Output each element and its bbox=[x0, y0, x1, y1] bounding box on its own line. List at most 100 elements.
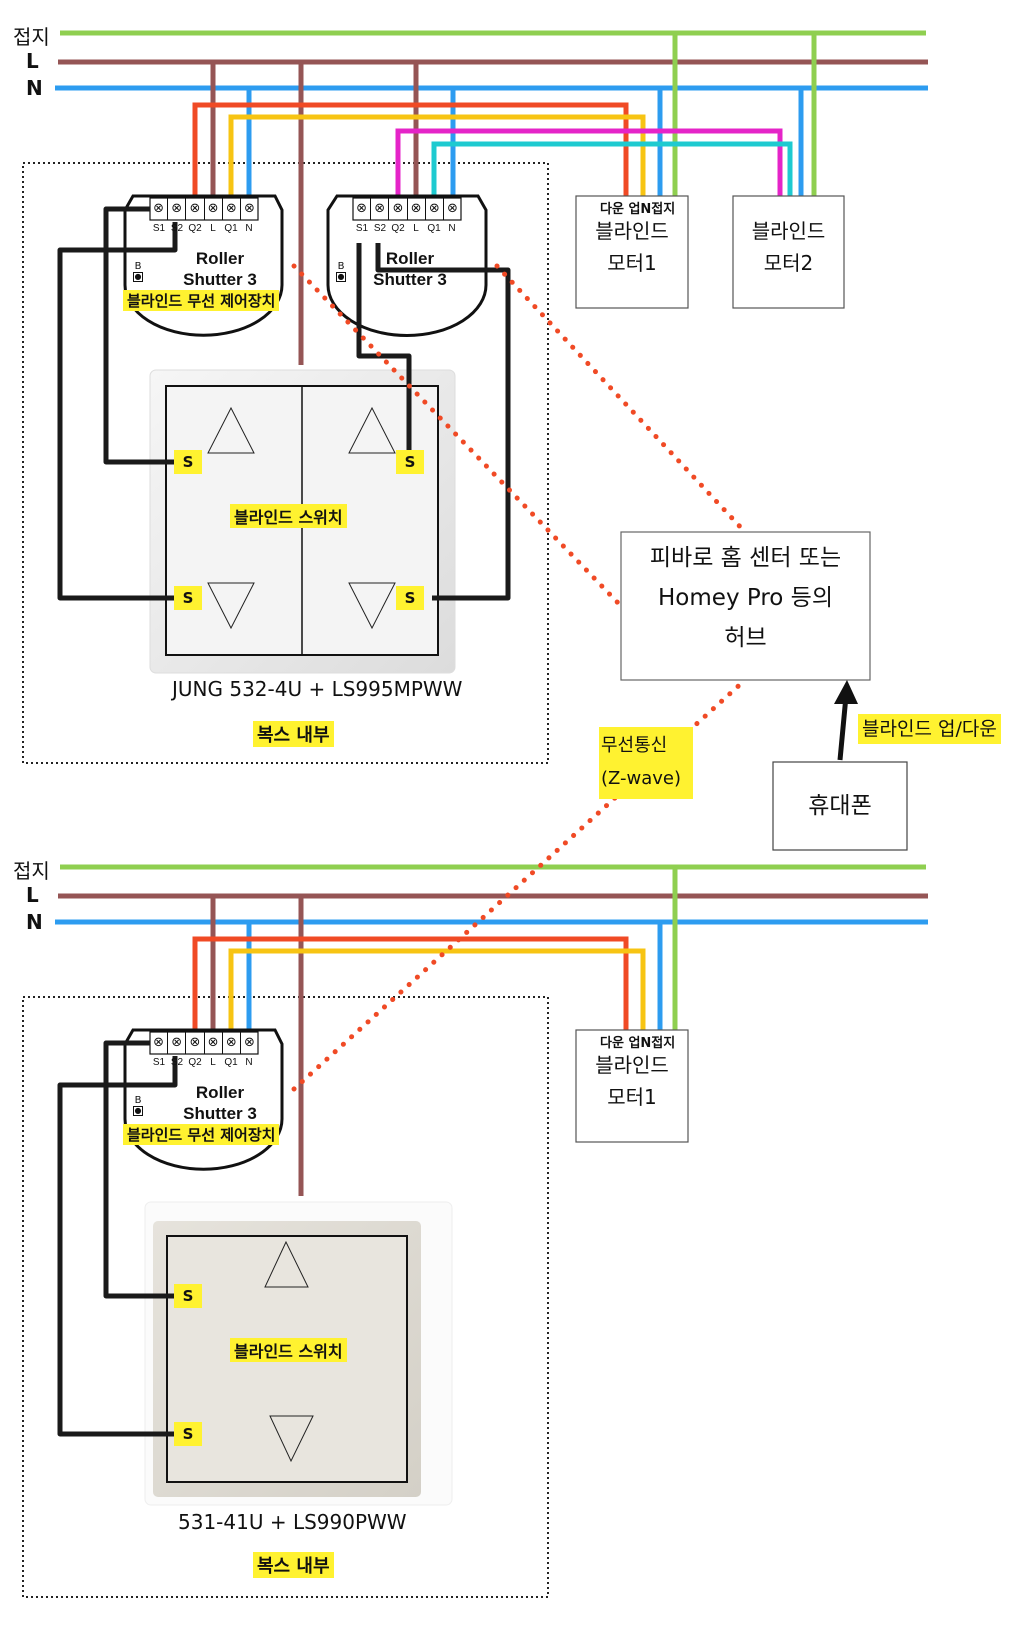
title-line: Roller bbox=[195, 1083, 245, 1102]
switch-label: 블라인드 스위치 bbox=[230, 504, 347, 528]
motor-name-line: 모터1 bbox=[607, 1085, 657, 1109]
title-line: Roller bbox=[385, 249, 435, 268]
arrow-label: 블라인드 업/다운 bbox=[858, 714, 1001, 744]
ground-rail-label: 접지 bbox=[13, 859, 50, 883]
button-dot-icon: ● bbox=[133, 272, 143, 282]
button-label: B bbox=[337, 261, 345, 272]
switch-model: JUNG 532-4U + LS995MPWW bbox=[172, 677, 463, 701]
terminal-label: L bbox=[413, 223, 419, 234]
junction-box-outline-bottom bbox=[22, 996, 549, 1598]
motor-terminal-labels: 다운 업N접지 bbox=[600, 1036, 676, 1051]
wireless-line: (Z-wave) bbox=[601, 768, 682, 789]
switch-wire-s2-rs1 bbox=[57, 222, 178, 601]
down-arrow-icon bbox=[207, 582, 255, 630]
motor-name-line: 모터1 bbox=[607, 251, 657, 275]
box-interior-label: 복스 내부 bbox=[253, 721, 334, 747]
config-button-rs2[interactable]: B ● bbox=[336, 262, 346, 282]
motor-box-1 bbox=[575, 195, 689, 309]
phone-label: 휴대폰 bbox=[808, 793, 872, 819]
terminal-label: S2 bbox=[170, 223, 184, 234]
button-dot-icon: ● bbox=[336, 272, 346, 282]
live-rail-label: L bbox=[26, 883, 39, 907]
terminal-label: L bbox=[210, 1057, 216, 1068]
terminal-label: Q2 bbox=[391, 223, 405, 234]
config-button-rs1[interactable]: B ● bbox=[133, 262, 143, 282]
title-line: Shutter 3 bbox=[183, 1104, 257, 1123]
switch-wire-s1-rs3 bbox=[103, 1040, 174, 1299]
terminal-screws-rs3: ⊗ ⊗ ⊗ ⊗ ⊗ ⊗ bbox=[150, 1032, 258, 1054]
terminal-screw-icon: ⊗ bbox=[168, 1032, 187, 1054]
hub-box bbox=[620, 531, 871, 681]
terminal-labels-rs2: S1 S2 Q2 L Q1 N bbox=[353, 223, 461, 234]
terminal-screw-icon: ⊗ bbox=[243, 1035, 255, 1050]
up-wire-motor1 bbox=[228, 114, 646, 196]
phone-box bbox=[772, 761, 908, 851]
title-line: Shutter 3 bbox=[373, 270, 447, 289]
terminal-screw-icon: ⊗ bbox=[408, 198, 426, 220]
terminal-labels-rs3: S1 S2 Q2 L Q1 N bbox=[150, 1057, 258, 1068]
hub-line: 허브 bbox=[724, 625, 767, 651]
arrow-head-icon bbox=[834, 680, 858, 704]
switch-terminal-s: S bbox=[174, 586, 202, 610]
terminal-screw-icon: ⊗ bbox=[243, 201, 255, 216]
switch-terminal-s: S bbox=[174, 1422, 202, 1446]
terminal-screw-icon: ⊗ bbox=[389, 198, 408, 220]
motor-bottom-label: 다운 업N접지 블라인드 모터1 bbox=[576, 1030, 688, 1142]
zwave-link-rs3 bbox=[291, 677, 748, 1092]
terminal-screw-icon: ⊗ bbox=[168, 198, 187, 220]
roller-shutter-1-title: Roller Shutter 3 bbox=[160, 248, 280, 290]
roller-shutter-module-2 bbox=[326, 194, 488, 338]
neutral-rail-label: N bbox=[26, 76, 43, 100]
terminal-screws-rs2: ⊗ ⊗ ⊗ ⊗ ⊗ ⊗ bbox=[353, 198, 461, 220]
hub-label: 피바로 홈 센터 또는 Homey Pro 등의 허브 bbox=[621, 538, 870, 658]
terminal-label: S1 bbox=[152, 1057, 166, 1068]
motor-name-line: 블라인드 bbox=[595, 219, 669, 243]
zwave-link-rs1 bbox=[291, 263, 624, 609]
switch-terminal-s: S bbox=[174, 450, 202, 474]
terminal-screws-rs1: ⊗ ⊗ ⊗ ⊗ ⊗ ⊗ bbox=[150, 198, 258, 220]
roller-shutter-3-title: Roller Shutter 3 bbox=[160, 1082, 280, 1124]
terminal-screw-icon: ⊗ bbox=[223, 198, 241, 220]
switch-label: 블라인드 스위치 bbox=[230, 1338, 347, 1362]
config-button-rs3[interactable]: B ● bbox=[133, 1096, 143, 1116]
down-arrow-icon bbox=[348, 582, 396, 630]
box-interior-label: 복스 내부 bbox=[253, 1552, 334, 1578]
up-arrow-icon bbox=[264, 1240, 309, 1288]
terminal-screw-icon: ⊗ bbox=[446, 201, 458, 216]
switch-terminal-s: S bbox=[396, 450, 424, 474]
motor-box-bottom bbox=[575, 1029, 689, 1143]
roller-shutter-3-caption: 블라인드 무선 제어장치 bbox=[123, 1124, 280, 1145]
wireless-line: 무선통신 bbox=[601, 735, 668, 756]
up-arrow-icon bbox=[207, 406, 255, 454]
terminal-label: Q2 bbox=[188, 223, 202, 234]
terminal-screw-icon: ⊗ bbox=[150, 198, 169, 220]
terminal-label: S1 bbox=[152, 223, 166, 234]
terminal-label: N bbox=[245, 1057, 253, 1068]
down-wire-motor1 bbox=[192, 102, 629, 196]
up-wire-motor2 bbox=[431, 141, 793, 196]
roller-shutter-2-title: Roller Shutter 3 bbox=[360, 248, 460, 290]
up-wire-motor-bottom bbox=[228, 948, 646, 1030]
terminal-screw-icon: ⊗ bbox=[150, 1032, 169, 1054]
motor-name-line: 모터2 bbox=[763, 251, 814, 275]
terminal-labels-rs1: S1 S2 Q2 L Q1 N bbox=[150, 223, 258, 234]
phone-to-hub-arrow bbox=[837, 695, 849, 761]
motor-name-line: 블라인드 bbox=[751, 219, 826, 243]
switch-wire-s1-rs2 bbox=[356, 243, 412, 452]
title-line: Shutter 3 bbox=[183, 270, 257, 289]
terminal-label: N bbox=[448, 223, 456, 234]
switch-wire-s2-rs3 bbox=[57, 1056, 178, 1437]
terminal-label: S2 bbox=[373, 223, 387, 234]
motor-2-label: 블라인드 모터2 bbox=[733, 196, 844, 308]
down-wire-motor-bottom bbox=[192, 936, 629, 1030]
terminal-label: Q1 bbox=[224, 223, 238, 234]
motor-box-2 bbox=[732, 195, 845, 309]
up-arrow-icon bbox=[348, 406, 396, 454]
button-dot-icon: ● bbox=[133, 1106, 143, 1116]
terminal-screw-icon: ⊗ bbox=[426, 198, 444, 220]
switch-terminal-s: S bbox=[174, 1284, 202, 1308]
hub-line: 피바로 홈 센터 또는 bbox=[649, 545, 842, 571]
terminal-label: Q1 bbox=[224, 1057, 238, 1068]
roller-shutter-1-caption: 블라인드 무선 제어장치 bbox=[123, 290, 280, 311]
terminal-label: S2 bbox=[170, 1057, 184, 1068]
